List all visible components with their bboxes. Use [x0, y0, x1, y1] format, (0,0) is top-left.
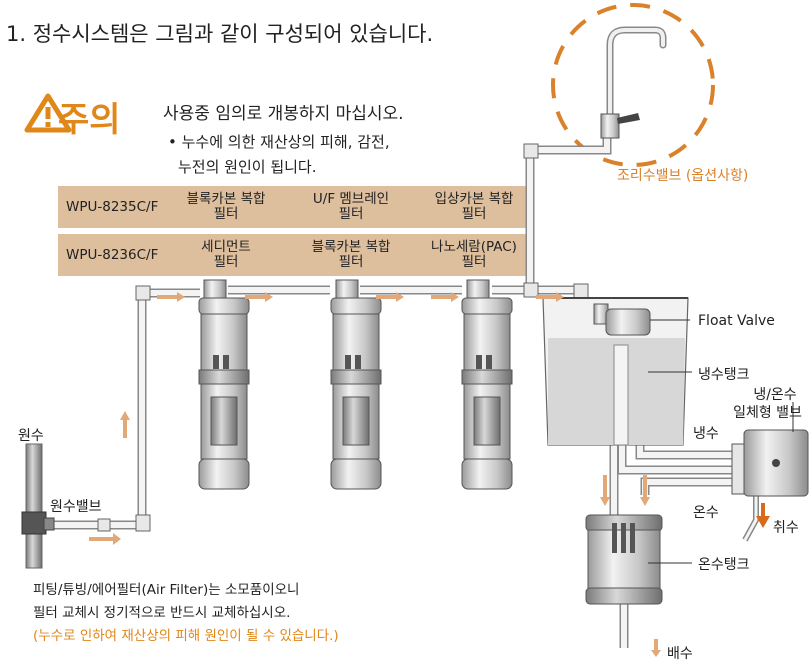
- combo-valve-label-1: 냉/온수: [753, 387, 797, 403]
- cold-tank-label: 냉수탱크: [698, 367, 750, 383]
- float-valve-label: Float Valve: [698, 313, 775, 329]
- hot-water-label: 온수: [693, 505, 719, 521]
- cold-water-label: 냉수: [693, 426, 719, 442]
- footer-note-3: (누수로 인하여 재산상의 피해 원인이 될 수 있습니다.): [33, 628, 339, 644]
- footer-note-2: 필터 교체시 정기적으로 반드시 교체하십시오.: [33, 605, 291, 621]
- combo-valve: [731, 429, 809, 497]
- float-valve: [593, 303, 690, 336]
- filter-housing-2: [330, 279, 382, 490]
- dispense-label: 취수: [773, 520, 799, 536]
- hot-tank-label: 온수탱크: [698, 557, 750, 573]
- source-valve-label: 원수밸브: [50, 499, 102, 515]
- model-band-2: [58, 234, 533, 276]
- flow-arrows: [89, 292, 770, 657]
- combo-valve-label-2: 일체형 밸브: [733, 405, 802, 421]
- model-code-2: WPU-8236C/F: [66, 247, 159, 263]
- cold-water-tank: [542, 297, 689, 446]
- cooking-valve-highlight: [551, 3, 715, 167]
- filter-housing-1: [198, 279, 250, 490]
- source-water-label: 원수: [18, 428, 44, 444]
- cooking-valve-label: 조리수밸브 (옵션사항): [617, 168, 749, 184]
- caution-bullet-1: • 누수에 의한 재산상의 피해, 감전,: [168, 133, 390, 151]
- source-water-pipe: [21, 443, 55, 569]
- warning-icon: [24, 93, 72, 133]
- hot-water-tank: [585, 514, 663, 605]
- drain-label: 배수: [667, 646, 693, 662]
- model-band-1: [58, 186, 533, 228]
- footer-note-1: 피팅/튜빙/에어필터(Air Filter)는 소모품이오니: [33, 582, 300, 598]
- page-title: 1. 정수시스템은 그림과 같이 구성되어 있습니다.: [6, 22, 434, 46]
- cooking-valve-faucet: [600, 26, 667, 139]
- leader-lines: [648, 371, 794, 564]
- pipe-fittings: [97, 143, 589, 532]
- caution-bullet-2: 누전의 원인이 됩니다.: [178, 158, 317, 176]
- caution-main-text: 사용중 임의로 개봉하지 마십시오.: [163, 104, 404, 124]
- model2-filter3: 나노세람(PAC)필터: [431, 239, 517, 270]
- filter-housing-3: [461, 279, 513, 490]
- model-code-1: WPU-8235C/F: [66, 199, 159, 215]
- caution-heading: 주의: [58, 100, 121, 140]
